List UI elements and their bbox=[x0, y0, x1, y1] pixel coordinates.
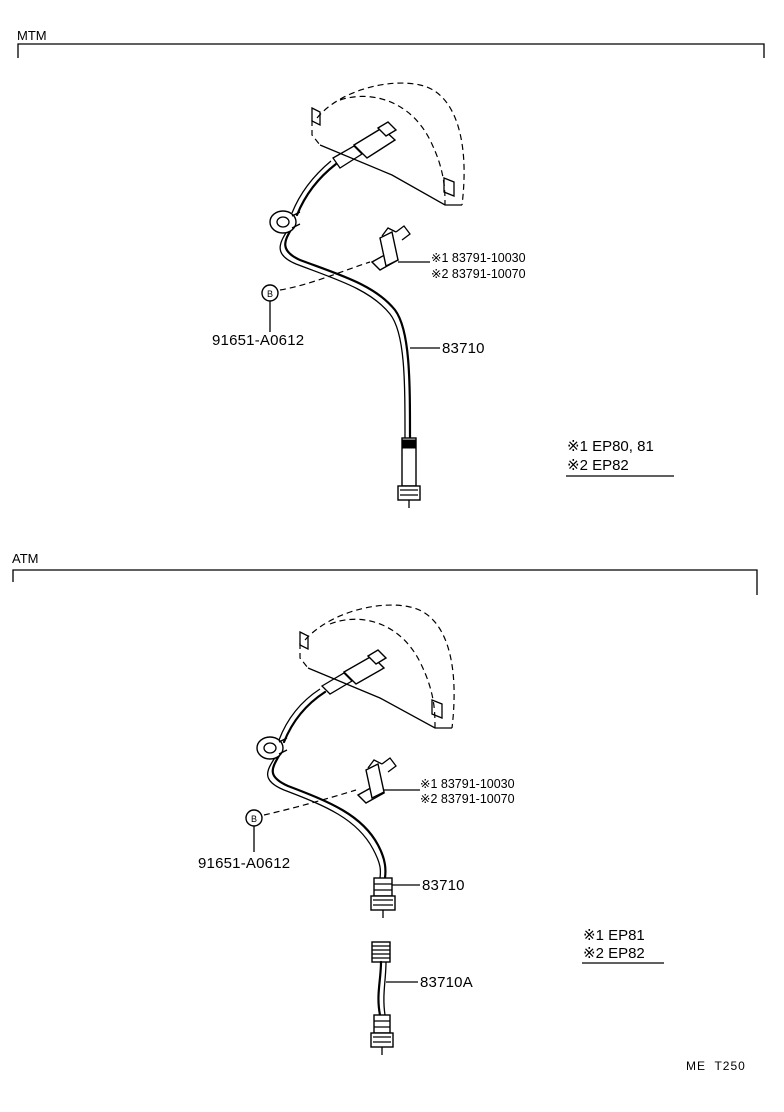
atm-section: ATM bbox=[12, 551, 758, 1055]
atm-section-bracket bbox=[12, 569, 758, 595]
atm-meter-housing bbox=[299, 604, 455, 729]
mtm-legend-2: ※2 EP82 bbox=[567, 457, 629, 474]
atm-legend-1: ※1 EP81 bbox=[583, 927, 645, 944]
mtm-clip-part-2: ※2 83791-10070 bbox=[431, 267, 526, 281]
mtm-upper-connector bbox=[332, 121, 398, 169]
atm-section-title: ATM bbox=[12, 551, 38, 566]
atm-legend-2: ※2 EP82 bbox=[583, 945, 645, 962]
atm-clip-part-1: ※1 83791-10030 bbox=[420, 777, 515, 791]
mtm-lower-fitting bbox=[397, 437, 421, 508]
mtm-section-bracket bbox=[17, 43, 765, 58]
atm-grommet bbox=[256, 736, 288, 760]
diagram-reference-code: ME T250 bbox=[686, 1059, 746, 1073]
mtm-cable-part-number: 83710 bbox=[442, 340, 485, 357]
mtm-meter-housing bbox=[311, 82, 465, 206]
mtm-grommet bbox=[269, 210, 301, 234]
atm-extension-cable bbox=[370, 941, 394, 1055]
mtm-bolt-marker-letter: B bbox=[267, 289, 273, 299]
atm-bolt-part-number: 91651-A0612 bbox=[198, 855, 290, 872]
atm-upper-cable-fitting bbox=[370, 877, 396, 918]
mtm-bolt-dashed-leader bbox=[279, 261, 371, 291]
atm-upper-connector bbox=[320, 649, 388, 695]
atm-cable-part-number: 83710 bbox=[422, 877, 465, 894]
atm-clip bbox=[356, 757, 397, 804]
atm-cable bbox=[271, 690, 387, 880]
mtm-section: MTM bbox=[17, 28, 765, 508]
mtm-cable bbox=[284, 162, 412, 440]
atm-clip-part-2: ※2 83791-10070 bbox=[420, 792, 515, 806]
atm-extension-part-number: 83710A bbox=[420, 974, 473, 991]
mtm-legend-1: ※1 EP80, 81 bbox=[567, 438, 654, 455]
mtm-clip bbox=[370, 225, 411, 271]
mtm-section-title: MTM bbox=[17, 28, 47, 43]
atm-bolt-marker-letter: B bbox=[251, 814, 257, 824]
mtm-bolt-part-number: 91651-A0612 bbox=[212, 332, 304, 349]
mtm-clip-part-1: ※1 83791-10030 bbox=[431, 251, 526, 265]
